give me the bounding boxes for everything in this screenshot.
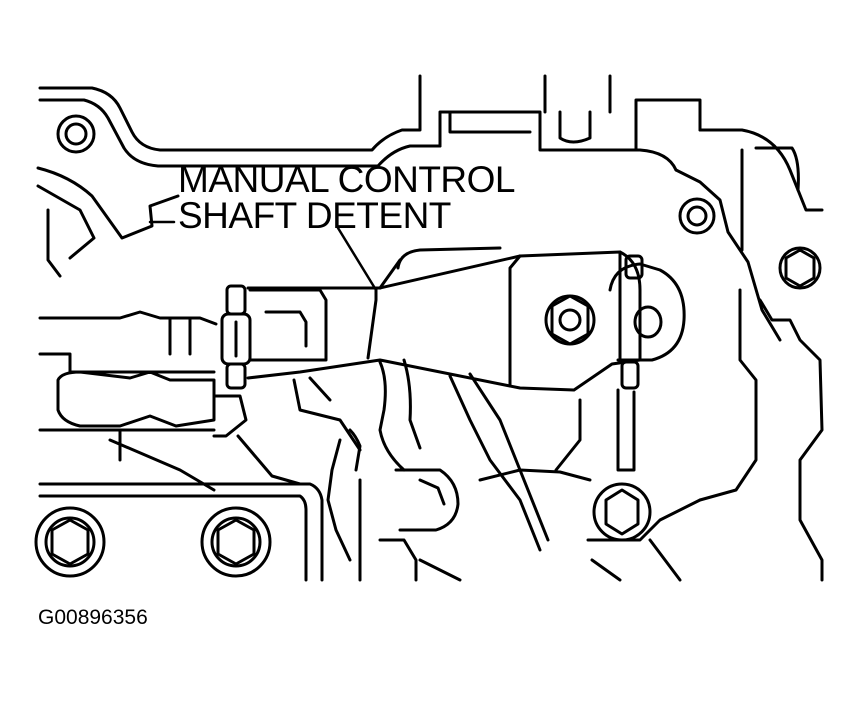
detent-bracket [608,254,686,472]
callout-label-line2: SHAFT DETENT [178,195,451,236]
detent-arm-bolt [544,294,596,346]
linkage-rods [292,358,592,582]
right-bolts [698,246,824,582]
lower-left-bolt [34,506,106,578]
callout-leader [148,220,378,292]
upper-housing [36,74,824,342]
spool-valve-section [38,288,328,492]
detent-roller-pins [220,284,252,390]
lower-middle-bolt [200,506,272,578]
lower-plate [38,434,324,582]
figure-id: G00896356 [38,606,148,629]
callout-label-line1: MANUAL CONTROL [178,159,516,200]
lower-right-bolt [586,482,702,582]
